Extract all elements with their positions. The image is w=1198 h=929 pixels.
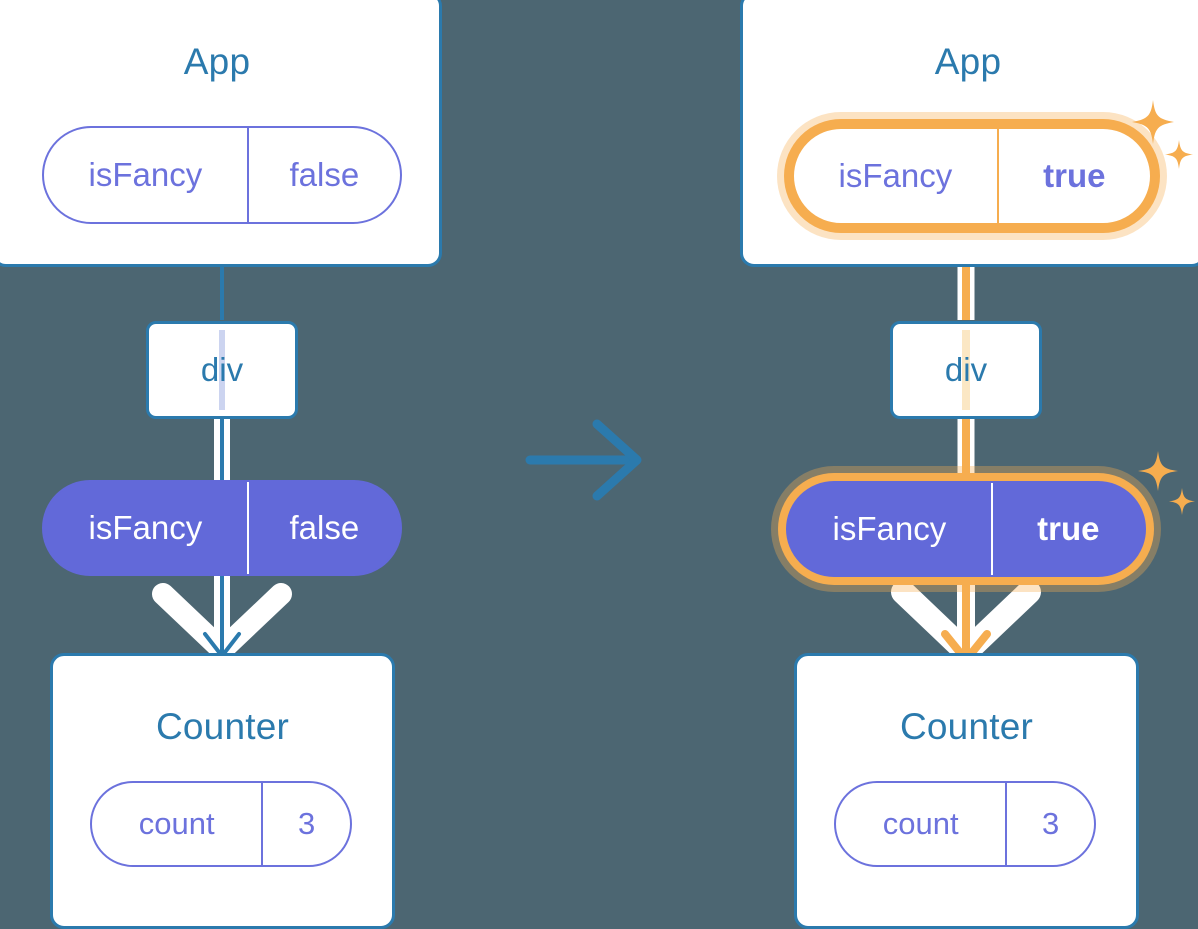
counter-card-title: Counter (899, 706, 1034, 747)
div-node-label: div (200, 351, 244, 388)
app-state-pill-after[interactable]: isFancy true (792, 127, 1152, 225)
app-card-title: App (934, 41, 1002, 82)
counter-state-value: 3 (261, 783, 350, 865)
div-wire-passthrough (219, 330, 225, 410)
prop-pill-key: isFancy (88, 509, 203, 546)
app-state-key: isFancy (838, 157, 953, 194)
app-state-key: isFancy (88, 156, 203, 193)
prop-pill-after[interactable]: isFancy true (786, 481, 1146, 577)
app-state-value: false (246, 128, 400, 222)
app-state-pill-before[interactable]: isFancy false (42, 126, 402, 224)
div-node-after: div (890, 321, 1042, 419)
counter-state-pill-before[interactable]: count 3 (90, 781, 352, 867)
sparkle-icon (1169, 488, 1195, 515)
counter-state-value: 3 (1005, 783, 1094, 865)
app-card-title: App (183, 41, 251, 82)
prop-pill-value: true (990, 483, 1144, 575)
sparkle-icon (1132, 100, 1174, 144)
counter-state-key: count (138, 806, 215, 841)
div-node-label: div (944, 351, 988, 388)
counter-state-pill-after[interactable]: count 3 (834, 781, 1096, 867)
sparkle-icon (1138, 451, 1178, 491)
div-wire-passthrough (962, 330, 970, 410)
app-state-value: true (996, 129, 1150, 223)
sparkle-icon (1165, 140, 1193, 169)
prop-pill-value: false (246, 482, 400, 574)
prop-pill-sparkle-group (1138, 451, 1195, 515)
transition-arrow-icon (525, 419, 642, 501)
counter-card-title: Counter (155, 706, 290, 747)
app-state-sparkle-group (1132, 100, 1193, 169)
prop-pill-key: isFancy (832, 510, 947, 547)
counter-state-key: count (882, 806, 959, 841)
prop-pill-before[interactable]: isFancy false (42, 480, 402, 576)
div-node-before: div (146, 321, 298, 419)
